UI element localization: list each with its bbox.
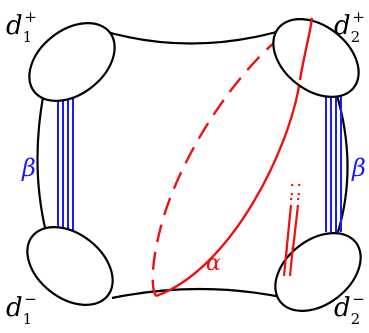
label-bottom-left: d1− [6, 290, 37, 328]
disc-top-right [272, 18, 360, 98]
disc-bottom-right [274, 232, 362, 312]
bottom-boundary-arc [111, 287, 287, 300]
label-top-left: d1+ [6, 8, 37, 46]
left-boundary-arc [36, 91, 48, 233]
alpha-curve-dashed [151, 20, 304, 297]
disc-bottom-left [26, 226, 114, 306]
disc-top-left [28, 22, 116, 102]
label-bottom-right: d2− [334, 290, 365, 328]
label-beta-left: β [21, 154, 36, 182]
label-top-right: d2+ [334, 8, 365, 46]
beta-band-left [57, 94, 74, 232]
label-alpha: α [206, 251, 221, 276]
alpha-curve-solid [155, 79, 302, 298]
label-beta-right: β [351, 154, 366, 182]
top-boundary-arc [99, 26, 291, 45]
alpha-curve-top-entry [298, 17, 314, 81]
alpha-curve-bottom-entry [282, 245, 295, 277]
beta-band-right [325, 94, 342, 232]
